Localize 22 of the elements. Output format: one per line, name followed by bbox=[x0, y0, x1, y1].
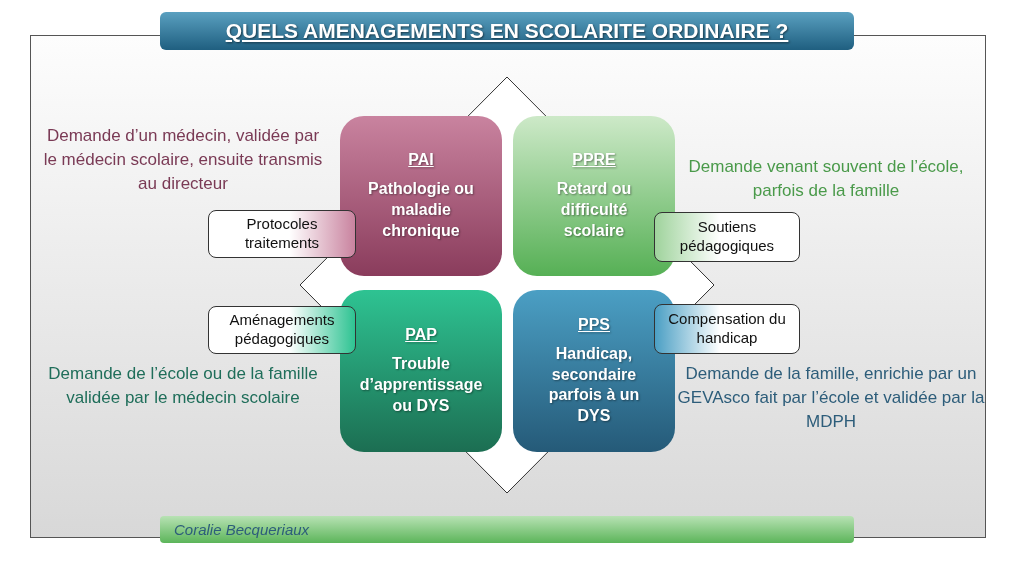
request-note: Demande de l’école ou de la famille validée par le médecin scolaire bbox=[47, 363, 319, 409]
tag-text: Protocoles traitements bbox=[243, 215, 321, 253]
plan-acronym: PAP bbox=[405, 325, 437, 346]
title-banner: QUELS AMENAGEMENTS EN SCOLARITE ORDINAIRE ? bbox=[160, 12, 854, 50]
tag-box bbox=[208, 210, 356, 258]
plan-acronym: PPRE bbox=[572, 150, 616, 171]
request-note: Demande d’un médecin, validée par le médecin scolaire, ensuite transmis au directeur bbox=[42, 125, 324, 195]
plan-description: Pathologie ou maladie chronique bbox=[367, 179, 475, 241]
plan-description: Retard ou difficulté scolaire bbox=[555, 179, 633, 241]
tag-box bbox=[654, 212, 800, 262]
plan-description: Trouble d’apprentissage ou DYS bbox=[359, 354, 483, 416]
plan-acronym: PPS bbox=[578, 315, 610, 335]
plan-card bbox=[340, 290, 502, 452]
plan-card bbox=[513, 116, 675, 276]
tag-text: Soutiens pédagogiques bbox=[678, 218, 776, 256]
footer-band bbox=[160, 516, 854, 543]
author-name: Coralie Becqueriaux bbox=[174, 521, 310, 538]
plan-acronym: PAI bbox=[408, 150, 434, 171]
request-note: Demande venant souvent de l’école, parfois de la famille bbox=[687, 156, 965, 202]
plan-card bbox=[340, 116, 502, 276]
request-note: Demande de la famille, enrichie par un GEVAsco fait par l’école et validée par la MDPH bbox=[676, 363, 986, 433]
plan-description: Handicap, secondaire parfois à un DYS bbox=[547, 343, 641, 427]
